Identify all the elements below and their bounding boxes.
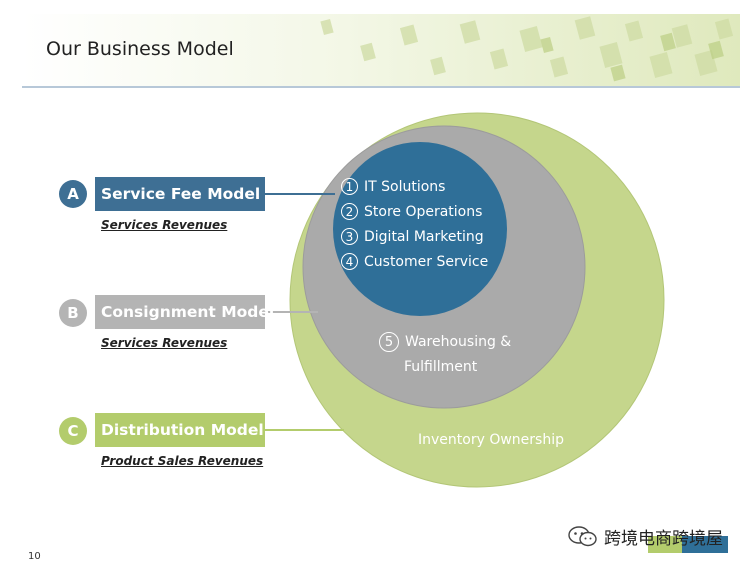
warehousing-label: Warehousing & — [405, 334, 512, 350]
service-item: 1 IT Solutions — [341, 178, 445, 195]
page-number: 10 — [28, 551, 41, 562]
service-number: 1 — [341, 178, 358, 195]
warehousing-item: 5 Warehousing & — [379, 332, 511, 352]
row-a-revenue: Services Revenues — [101, 218, 228, 232]
service-item: 4 Customer Service — [341, 253, 488, 270]
header-divider — [22, 86, 740, 88]
baozun-logo — [648, 536, 728, 562]
service-label: Customer Service — [364, 253, 489, 270]
header-pattern — [320, 16, 734, 82]
wechat-icon — [568, 525, 597, 546]
service-fee-model-box: Service Fee Model — [95, 177, 265, 211]
service-number: 3 — [341, 228, 358, 245]
service-item: 2 Store Operations — [341, 203, 482, 220]
header-band — [22, 14, 740, 86]
warehousing-number: 5 — [379, 332, 399, 352]
distribution-model-box: Distribution Model — [95, 413, 265, 447]
service-number: 4 — [341, 253, 358, 270]
service-label: Digital Marketing — [364, 228, 484, 245]
watermark: 跨境电商跨境屋 — [568, 524, 723, 549]
row-b-revenue: Services Revenues — [101, 336, 228, 350]
service-number: 2 — [341, 203, 358, 220]
fulfillment-label: Fulfillment — [404, 359, 478, 375]
inner-circle-services — [333, 142, 507, 316]
row-c-revenue: Product Sales Revenues — [101, 454, 264, 468]
service-item: 3 Digital Marketing — [341, 228, 484, 245]
service-label: IT Solutions — [364, 178, 446, 195]
row-c-badge: C — [59, 417, 87, 445]
page-title: Our Business Model — [46, 38, 234, 60]
inventory-ownership-label: Inventory Ownership — [418, 432, 564, 448]
row-a-badge: A — [59, 180, 87, 208]
row-b-badge: B — [59, 299, 87, 327]
watermark-text: 跨境电商跨境屋 — [604, 529, 723, 549]
service-label: Store Operations — [364, 203, 483, 220]
consignment-model-box: Consignment Model — [95, 295, 274, 329]
